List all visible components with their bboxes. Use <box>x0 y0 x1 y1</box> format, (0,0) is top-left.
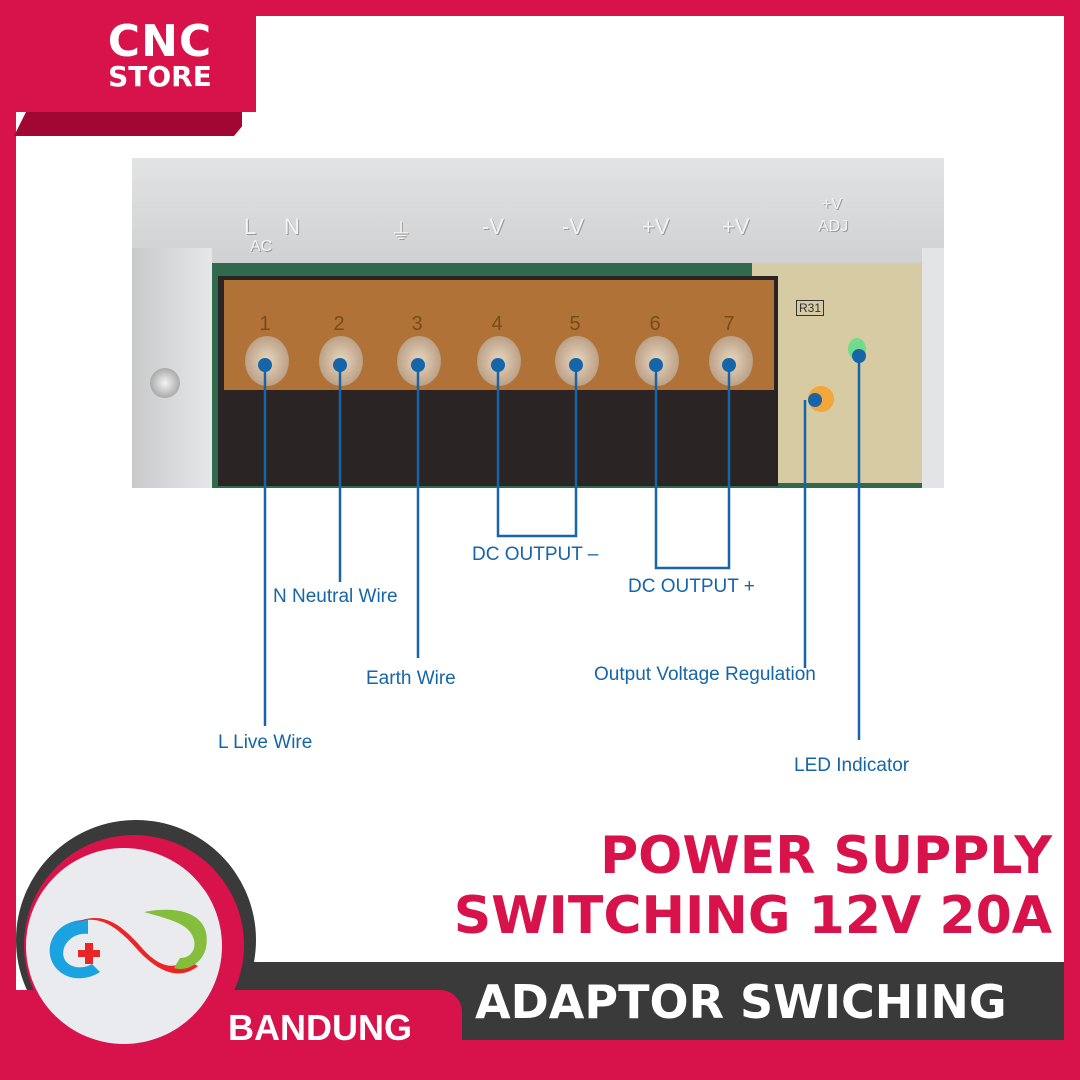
product-title-line1: POWER SUPPLY <box>600 826 1052 886</box>
store-badge <box>16 16 256 112</box>
city-label: BANDUNG <box>228 1007 412 1048</box>
marker-dot-4 <box>491 358 505 372</box>
store-name-line1: CNC <box>107 16 213 67</box>
case-right-wall <box>922 248 944 488</box>
case-label-minus-v-1: -V <box>482 214 504 239</box>
case-label-plus-v-1: +V <box>642 214 670 239</box>
terminal-number-2: 2 <box>333 313 345 335</box>
callout-dc-output-minus: DC OUTPUT – <box>472 544 599 565</box>
marker-dot-led <box>852 349 866 363</box>
case-label-minus-v-2: -V <box>562 214 584 239</box>
callout-dc-output-plus: DC OUTPUT + <box>628 576 755 597</box>
terminal-number-6: 6 <box>649 313 661 335</box>
frame-bottom <box>16 1040 1080 1080</box>
case-side-bracket <box>132 248 212 488</box>
marker-dot-6 <box>649 358 663 372</box>
frame-top <box>0 0 1080 16</box>
marker-dot-3 <box>411 358 425 372</box>
case-label-adj: ADJ <box>818 218 849 235</box>
product-photo: L AC N ⏚ -V -V +V +V +V ADJ 1 2 3 4 5 6 … <box>132 158 944 498</box>
callout-earth-wire: Earth Wire <box>366 668 456 689</box>
marker-dot-5 <box>569 358 583 372</box>
terminal-number-4: 4 <box>491 313 503 335</box>
callout-led-indicator: LED Indicator <box>794 755 910 776</box>
logo-circle <box>26 848 222 1044</box>
infinity-logo-icon <box>49 909 207 979</box>
frame-right <box>1064 0 1080 1080</box>
case-top-panel <box>132 158 944 268</box>
store-badge-fold <box>14 112 242 136</box>
frame-left <box>0 0 16 1080</box>
pcb-board-area <box>752 263 932 483</box>
marker-dot-1 <box>258 358 272 372</box>
case-label-plus-v-adj: +V <box>822 196 843 213</box>
marker-dot-2 <box>333 358 347 372</box>
case-label-l: L <box>244 214 257 239</box>
marker-dot-7 <box>722 358 736 372</box>
product-title-line2: SWITCHING 12V 20A <box>453 886 1052 946</box>
store-name-line2: STORE <box>108 60 212 93</box>
terminal-number-3: 3 <box>411 313 423 335</box>
terminal-number-5: 5 <box>569 313 581 335</box>
case-label-earth: ⏚ <box>390 219 413 244</box>
leader-line-dc-minus <box>496 365 578 538</box>
case-label-plus-v-2: +V <box>722 214 750 239</box>
terminal-number-7: 7 <box>723 313 735 335</box>
callout-live-wire: L Live Wire <box>218 732 313 753</box>
product-subtitle: ADAPTOR SWICHING <box>475 975 1007 1029</box>
mounting-screw <box>150 368 180 398</box>
callout-output-voltage-regulation: Output Voltage Regulation <box>594 664 816 685</box>
case-label-n: N <box>284 214 300 239</box>
callout-neutral-wire: N Neutral Wire <box>273 586 398 607</box>
board-marking: R31 <box>796 300 825 316</box>
case-label-ac: AC <box>250 238 273 255</box>
leader-line-dc-plus <box>654 365 731 570</box>
marker-dot-potentiometer <box>808 393 822 407</box>
terminal-number-1: 1 <box>259 313 271 335</box>
